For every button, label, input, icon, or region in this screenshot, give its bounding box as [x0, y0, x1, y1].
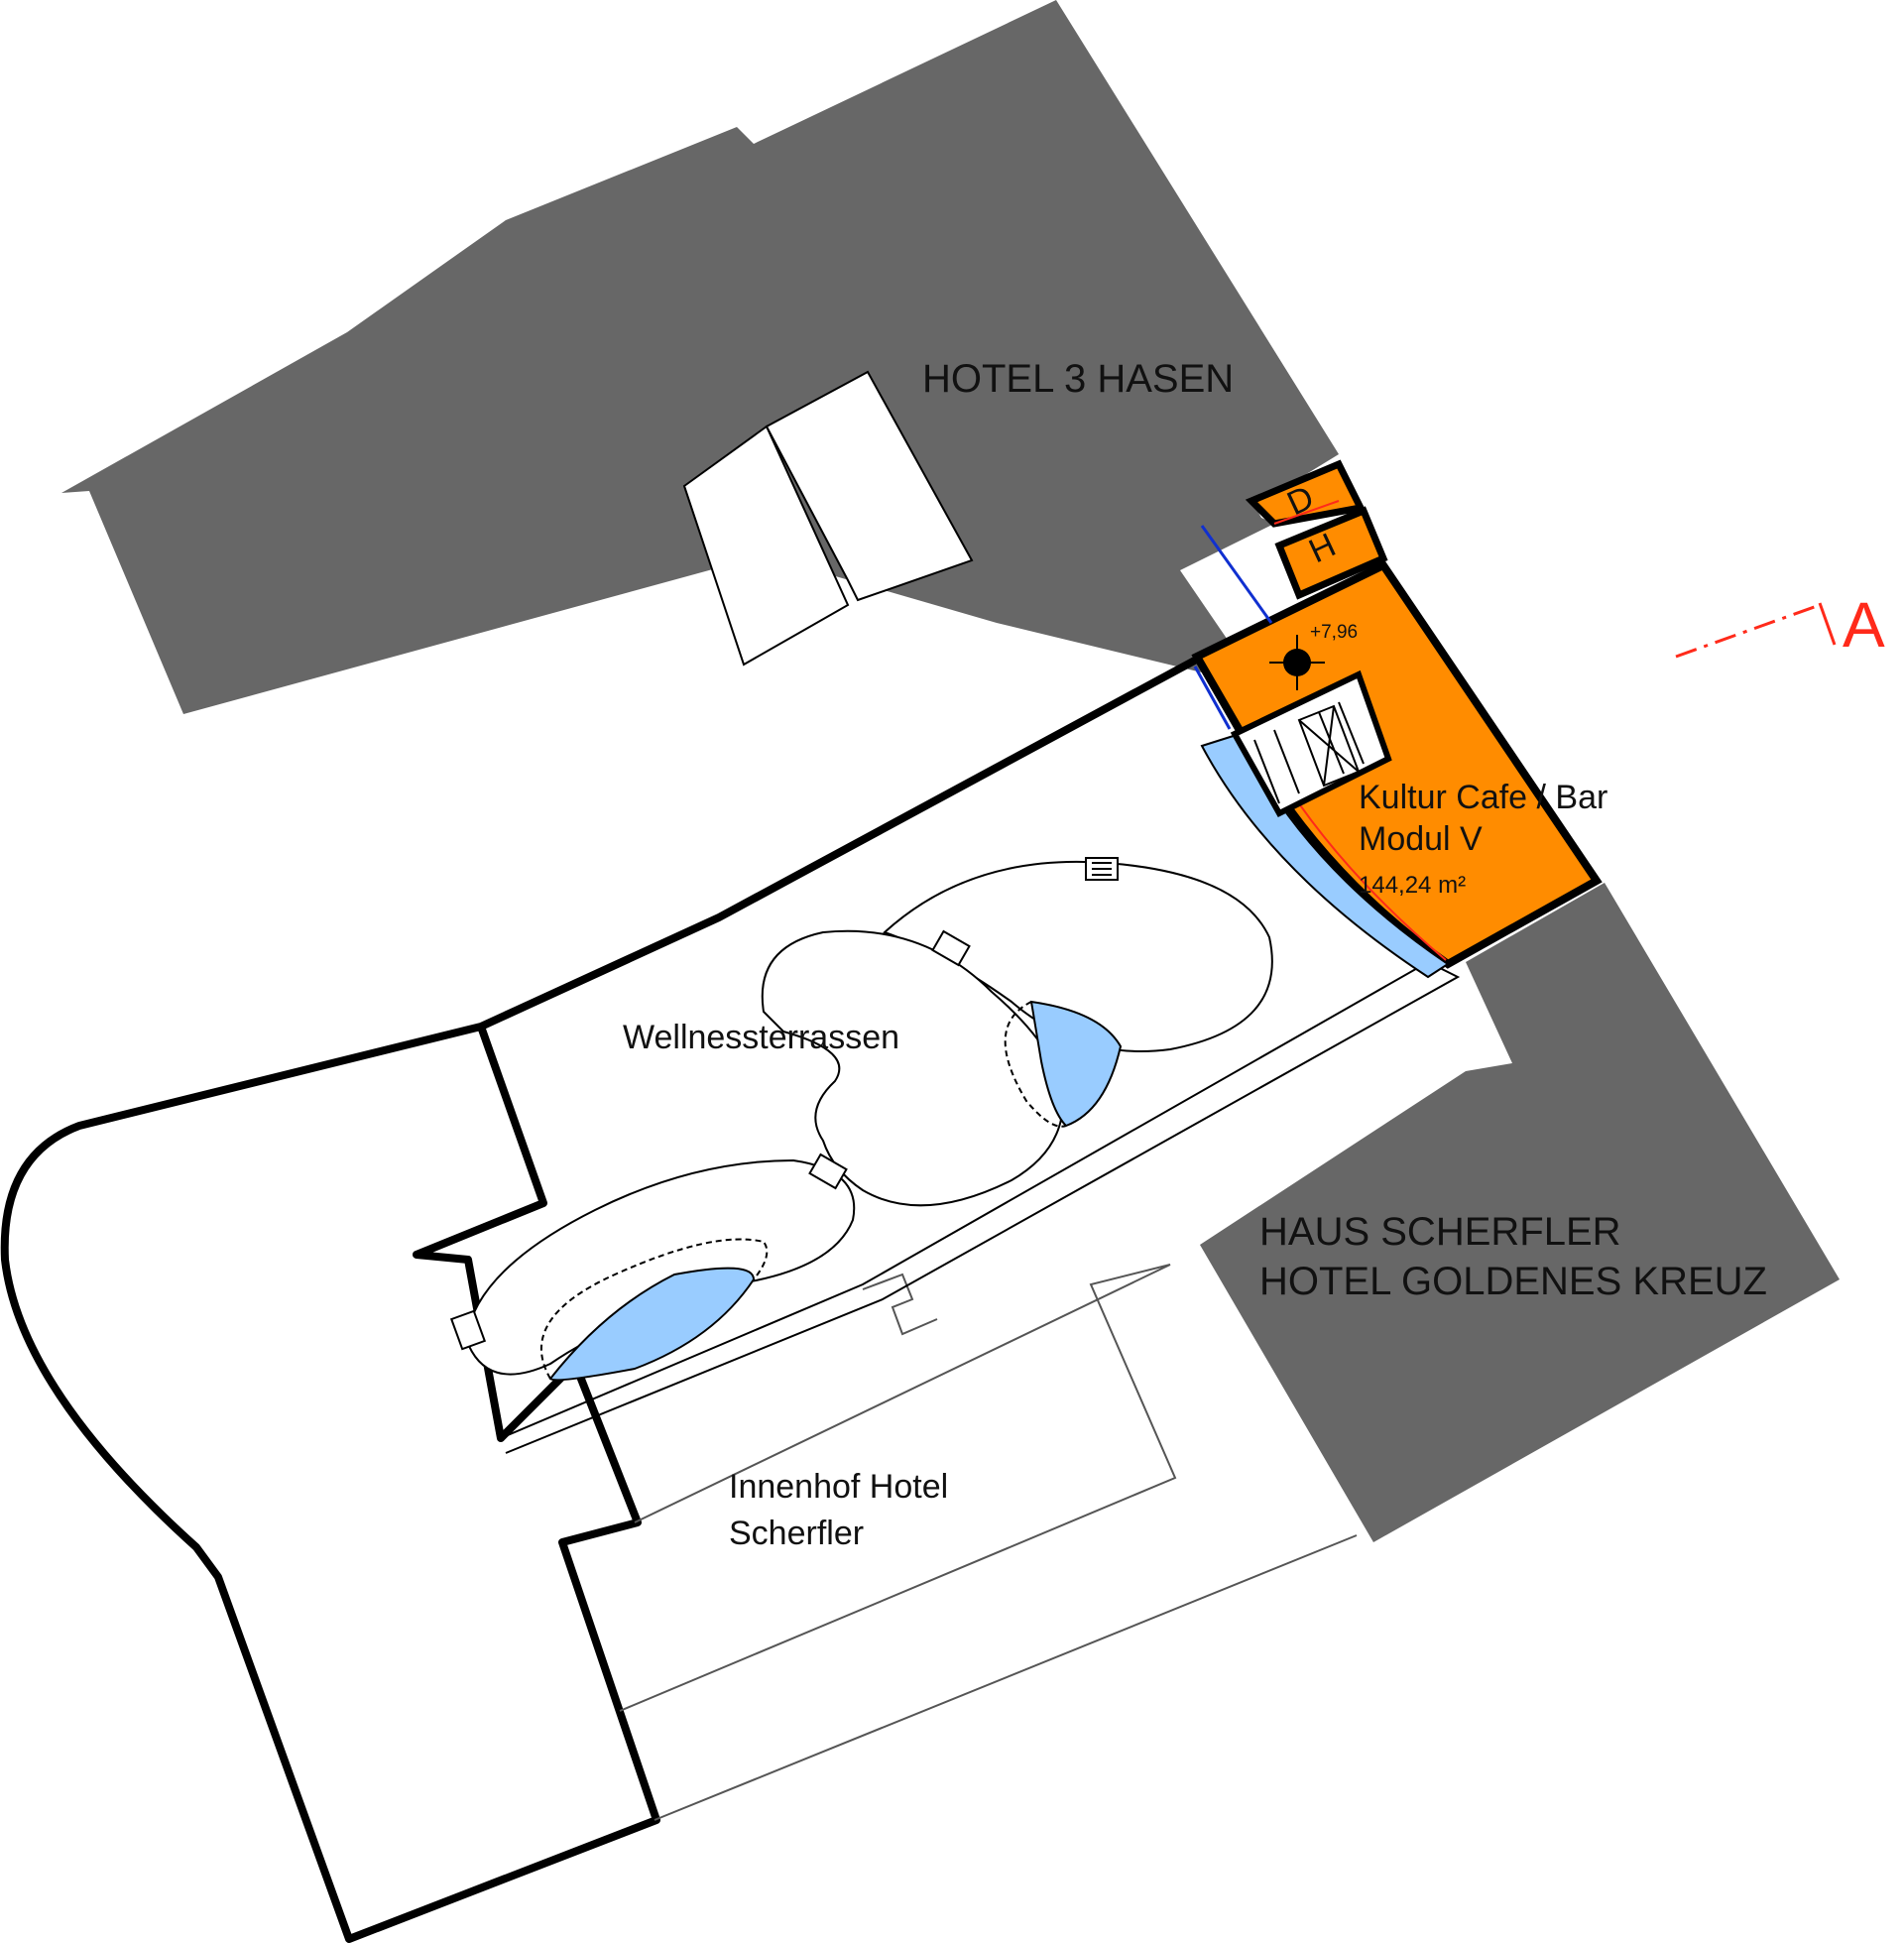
red-accent-line [1273, 500, 1340, 525]
terrace-bottom [464, 1158, 856, 1376]
innenhof-label-line1: Innenhof Hotel [729, 1468, 948, 1506]
terrace-middle [761, 929, 1065, 1207]
hotel-3-hasen-inner-block [682, 425, 850, 667]
walkway [500, 960, 1461, 1454]
wellness-label: Wellnessterrassen [623, 1019, 899, 1056]
steps [449, 857, 1119, 1351]
innenhof-label-line2: Scherfler [729, 1515, 864, 1552]
section-marker-a [1675, 602, 1837, 659]
section-a-label: A [1843, 589, 1885, 661]
cafe-module-label: Modul V [1359, 820, 1483, 858]
plot-boundary [0, 653, 1204, 1943]
level-mark-label: +7,96 [1310, 622, 1358, 643]
haus-scherfler-building [1200, 883, 1840, 1542]
terrace-top [883, 860, 1273, 1052]
pool-upper [1029, 1000, 1123, 1128]
pool-lower-outline [540, 1238, 769, 1380]
wellness-terraces [464, 860, 1273, 1382]
innenhof-outline [619, 1264, 1177, 1712]
hotel-3-hasen-label: HOTEL 3 HASEN [922, 357, 1234, 401]
hotel-3-hasen-inner-block-2 [765, 370, 974, 602]
hotel-goldenes-kreuz-label: HOTEL GOLDENES KREUZ [1259, 1260, 1767, 1303]
blue-boundary-line [1193, 525, 1273, 730]
cafe-name-label: Kultur Cafe / Bar [1359, 779, 1607, 816]
innenhof-outline-2 [654, 1534, 1358, 1821]
room-d [1245, 459, 1367, 528]
cafe-area-label: 144,24 m² [1359, 872, 1466, 899]
pool-upper-outline [1004, 1001, 1067, 1128]
innenhof-step [862, 1273, 938, 1336]
room-h [1274, 506, 1388, 600]
staircase [1230, 669, 1392, 817]
level-marker [1269, 635, 1325, 690]
hotel-3-hasen-building [61, 0, 1339, 714]
haus-scherfler-label: HAUS SCHERFLER [1259, 1210, 1621, 1254]
